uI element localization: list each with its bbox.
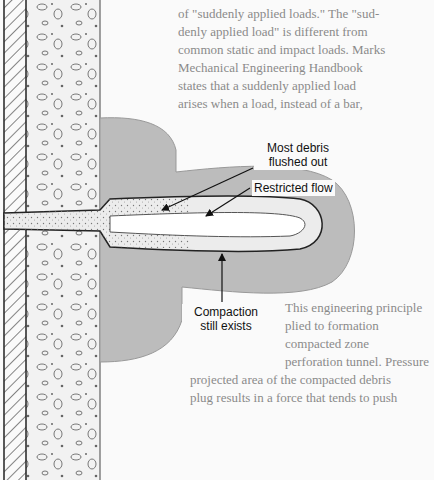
page-text: common static and impact loads. Marks	[178, 42, 385, 58]
page-text: This engineering principle	[285, 300, 422, 316]
page-text: arises when a load, instead of a bar,	[178, 96, 363, 112]
page-text: Mechanical Engineering Handbook	[178, 60, 363, 76]
page-text: states that a suddenly applied load	[178, 78, 356, 94]
page-text: compacted zone	[285, 336, 369, 352]
page-text: denly applied load" is different from	[178, 24, 368, 40]
page-text: projected area of the compacted debris	[190, 372, 391, 388]
page-text: plied to formation	[285, 318, 379, 334]
page-text: perforation tunnel. Pressure	[285, 354, 429, 370]
page-text: plug results in a force that tends to pu…	[190, 390, 397, 406]
callout-label: Compaction still exists	[182, 304, 270, 334]
page-text: of "suddenly applied loads." The "sud-	[178, 6, 379, 22]
callout-label: Most debris flushed out	[254, 140, 342, 170]
callout-label: Restricted flow	[252, 180, 335, 196]
